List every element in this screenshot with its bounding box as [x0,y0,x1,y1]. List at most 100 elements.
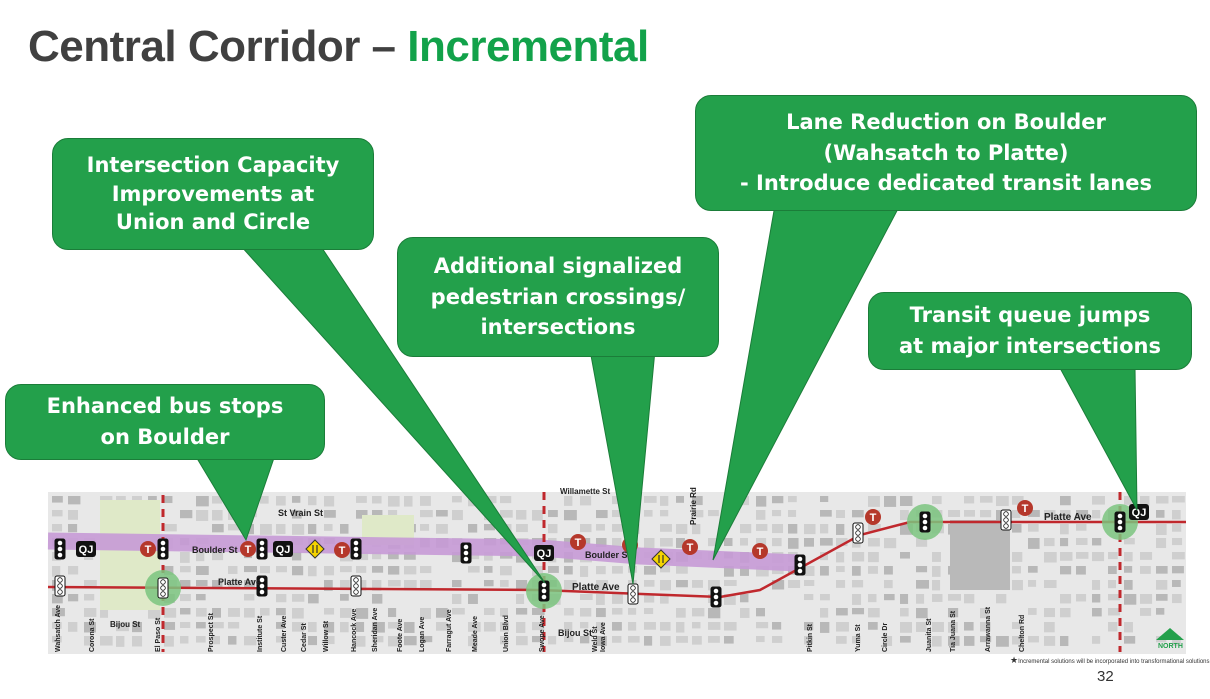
callout-line: Lane Reduction on Boulder [786,110,1106,135]
building-block [932,594,943,602]
building-block [532,622,545,631]
svg-text:T: T [687,542,694,554]
building-block [68,510,79,520]
building-block [308,566,317,577]
building-block [756,510,766,520]
cross-street-label: Yuma St [855,624,862,652]
building-block [484,608,495,616]
building-block [84,622,96,633]
building-block [708,608,721,619]
traffic-signals [54,509,1126,608]
building-block [1140,496,1150,506]
building-block [932,580,941,591]
callout-line: intersections [480,315,636,340]
building-block [900,496,913,507]
star-icon: ★ [1010,655,1019,665]
building-block [100,608,109,618]
building-block [1076,538,1088,546]
building-block [436,608,448,618]
building-block [228,566,238,574]
building-block [1076,510,1089,519]
building-block [52,622,62,629]
building-block [340,566,352,573]
building-block [628,622,637,631]
building-block [292,524,305,535]
building-block [1028,510,1040,517]
svg-text:T: T [870,512,877,524]
building-block [404,496,413,507]
cross-street-label: Institute St [257,615,264,652]
building-block [1028,538,1040,549]
building-block [180,510,193,519]
building-block [996,594,1007,604]
building-block [692,580,703,588]
building-block [868,622,878,630]
building-block [1156,524,1167,535]
building-block [212,524,224,533]
building-block [292,608,304,619]
building-block [612,636,622,643]
building-block [660,496,669,506]
building-block [660,622,671,631]
building-block [356,510,368,519]
building-block [1012,524,1022,533]
building-block [676,636,688,643]
building-block [1060,636,1069,647]
building-block [1092,594,1101,603]
building-block [180,594,191,602]
building-block [996,636,1009,647]
building-block [804,524,816,535]
building-block [340,608,352,618]
building-block [452,580,462,588]
building-block [420,566,432,574]
building-block [1172,580,1181,587]
building-block [964,510,975,517]
building-block [484,552,493,561]
building-block [340,580,350,591]
cross-street-label: Juanita St [926,618,933,652]
svg-text:T: T [245,544,252,556]
building-block [356,636,366,647]
bus-stop-icon: T [865,509,881,525]
building-block [404,552,416,560]
building-block [1076,566,1086,575]
building-block [308,636,318,646]
building-block [644,538,655,548]
building-block [532,608,545,615]
building-block [516,580,528,590]
building-block [324,622,335,633]
building-block [1028,636,1039,643]
traffic-signal-icon [54,575,66,597]
north-arrow-icon: NORTH [1156,628,1184,650]
building-block [180,636,189,644]
building-block [276,608,286,616]
cross-street-label: Hancock Ave [351,608,358,652]
building-block [1124,622,1133,633]
building-block [196,566,209,575]
callout-line: pedestrian crossings/ [430,284,686,309]
building-block [900,552,910,559]
svg-text:T: T [339,545,346,557]
building-block [836,552,845,563]
building-block [1076,552,1089,559]
building-block [532,636,541,643]
building-block [356,496,367,503]
building-block [916,538,928,547]
building-block [868,524,881,532]
building-block [756,524,768,531]
building-block [500,636,509,645]
lane-reduction-sign-icon [305,539,325,559]
building-block [612,622,622,631]
building-block [1060,552,1073,561]
building-block [196,636,206,643]
building-block [692,636,702,645]
building-block [244,636,257,646]
building-block [548,566,559,573]
building-block [292,594,305,602]
building-block [308,496,317,506]
building-block [788,510,797,517]
building-block [340,552,353,562]
callout-line: (Wahsatch to Platte) [823,140,1069,165]
building-block [116,496,126,503]
